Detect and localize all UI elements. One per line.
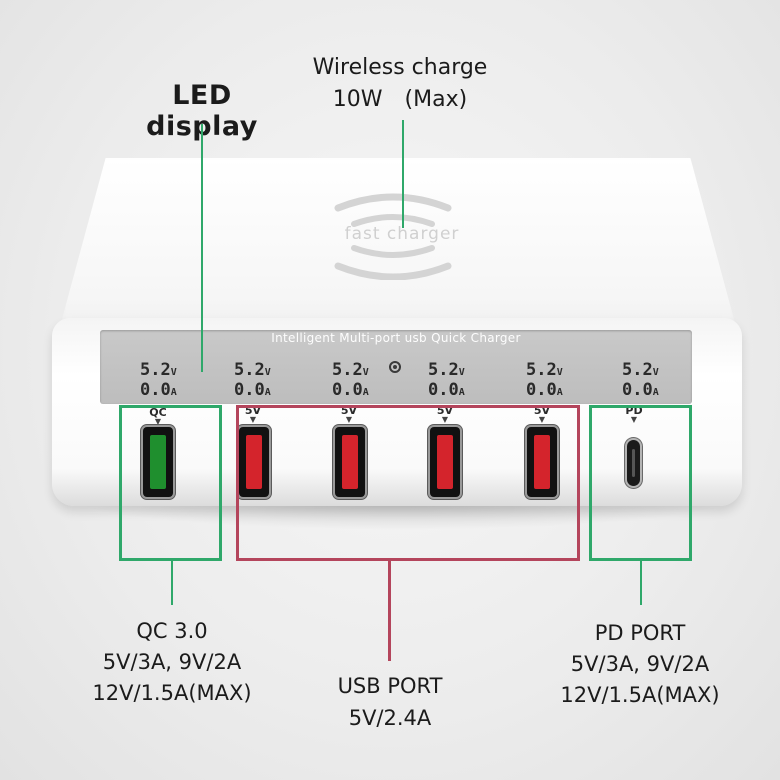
- qc-usb-port[interactable]: [143, 427, 173, 497]
- wireless-charging-icon: [334, 193, 452, 280]
- qc-port-highlight: [119, 405, 222, 561]
- usb-callout: USB PORT 5V/2.4A: [290, 670, 490, 734]
- lcd-readout-4: 5.2V 0.0A: [428, 360, 465, 400]
- pd-title: PD PORT: [594, 621, 686, 645]
- pd-pointer-line: [640, 561, 642, 605]
- usb-pointer-line: [388, 561, 391, 661]
- qc-pointer-line: [171, 561, 173, 605]
- usb-port-3[interactable]: [430, 427, 460, 497]
- usb-title: USB PORT: [337, 674, 443, 698]
- fast-charger-text: fast charger: [344, 224, 460, 244]
- pd-spec-2: 12V/1.5A(MAX): [560, 683, 720, 707]
- lcd-readout-3: 5.2V 0.0A: [332, 360, 369, 400]
- lcd-readout-6: 5.2V 0.0A: [622, 360, 659, 400]
- lcd-readout-1: 5.2V 0.0A: [140, 360, 177, 400]
- wireless-charge-title: Wireless charge: [312, 55, 488, 80]
- usb-port-4[interactable]: [527, 427, 557, 497]
- pd-port-highlight: [589, 405, 692, 561]
- wireless-pointer-line: [402, 120, 404, 228]
- wireless-charge-label: Wireless charge 10W (Max): [290, 52, 510, 116]
- usb-port-1[interactable]: [239, 427, 269, 497]
- qc-title: QC 3.0: [136, 619, 208, 643]
- wireless-charge-power: 10W (Max): [332, 87, 468, 112]
- qc-spec-2: 12V/1.5A(MAX): [92, 681, 252, 705]
- led-display-pointer-line: [201, 124, 203, 372]
- pd-spec-1: 5V/3A, 9V/2A: [570, 652, 710, 676]
- qc-spec-1: 5V/3A, 9V/2A: [102, 650, 242, 674]
- usb-spec-1: 5V/2.4A: [348, 706, 432, 730]
- qc-callout: QC 3.0 5V/3A, 9V/2A 12V/1.5A(MAX): [62, 616, 282, 709]
- lcd-readout-2: 5.2V 0.0A: [234, 360, 271, 400]
- port-label-qc: QC▼: [149, 406, 167, 426]
- usb-port-2[interactable]: [335, 427, 365, 497]
- wireless-indicator-icon: [389, 361, 401, 373]
- usb-ports-highlight: [236, 405, 580, 561]
- pd-callout: PD PORT 5V/3A, 9V/2A 12V/1.5A(MAX): [528, 618, 752, 711]
- lcd-readout-5: 5.2V 0.0A: [526, 360, 563, 400]
- lcd-title: Intelligent Multi-port usb Quick Charger: [271, 331, 521, 345]
- pd-type-c-port[interactable]: [627, 440, 640, 486]
